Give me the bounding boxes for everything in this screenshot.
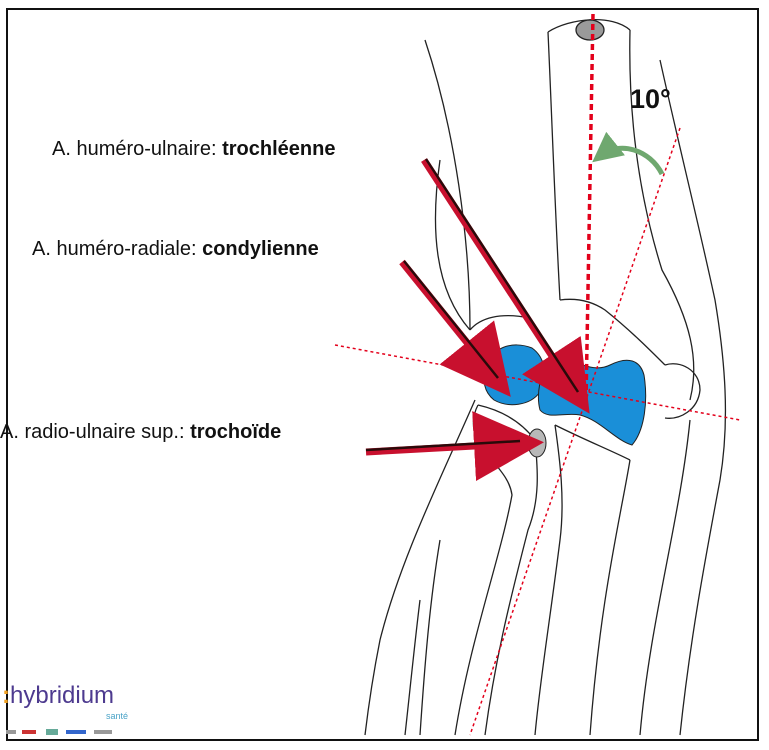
logo-sub: santé [106,711,129,721]
label-radio-ulnaire-type: trochoïde [190,421,282,443]
humerus-axis [584,13,595,401]
trochlea-cartilage [537,358,647,446]
radio-ulnar-contact [527,428,547,458]
label-humero-ulnaire-prefix: A. huméro-ulnaire: [52,138,223,160]
cartilage-surfaces [483,344,647,458]
partner-logos-strip [6,729,112,735]
label-radio-ulnaire-prefix: A. radio-ulnaire sup.: [0,421,191,443]
label-humero-ulnaire-type: trochléenne [222,138,336,160]
logo-mark-icon: : [2,682,10,709]
arrow-shadows [365,158,580,452]
forearm-axis [469,127,681,736]
arrow-condylienne [399,259,511,397]
pointer-arrows [365,158,590,482]
angle-label: 10° [630,84,671,114]
label-humero-radiale: A. huméro-radiale: condylienne [32,238,319,261]
angle-curved-arrow [592,131,665,176]
arrow-trochoide [365,411,544,482]
label-humero-ulnaire: A. huméro-ulnaire: trochléenne [52,138,335,161]
label-humero-radiale-type: condylienne [202,238,319,260]
arrow-trochleenne [421,158,590,414]
label-humero-radiale-prefix: A. huméro-radiale: [32,238,203,260]
hybridium-logo: :hybridium [2,682,114,710]
logo-brand: hybridium [10,682,115,709]
label-radio-ulnaire: A. radio-ulnaire sup.: trochoïde [0,421,281,444]
